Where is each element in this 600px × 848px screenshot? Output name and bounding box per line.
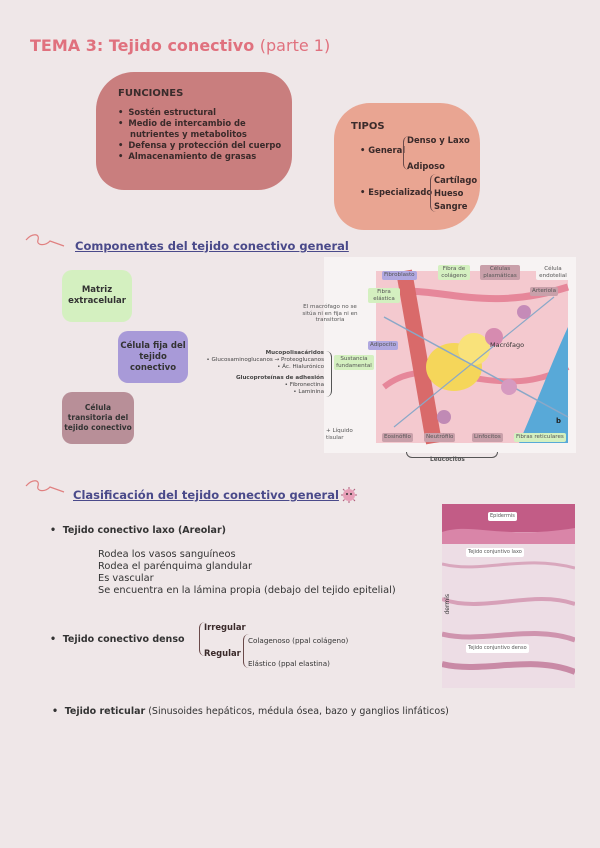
label-b: b [556,417,562,425]
regular-colagenoso: Colagenoso (ppal colágeno) [248,636,349,645]
funcion-item: Sostén estructural [118,107,308,118]
tipos-heading: TIPOS [351,121,385,132]
tipo-sangre: Sangre [434,201,468,211]
celula-transitoria-box: Célula transitoria del tejido conectivo [62,392,134,444]
label-neutrofilo: Neutrófilo [424,433,456,442]
matriz-box: Matriz extracelular [62,270,132,322]
label-dermis: dermis [444,594,451,615]
title-main: TEMA 3: Tejido conectivo [30,36,255,55]
ac-line: • Ác. Hialurónico [277,364,324,370]
tipo-adiposo: Adiposo [407,161,445,171]
label-laxo: Tejido conjuntivo laxo [466,548,524,557]
tipo-denso-laxo: Denso y Laxo [407,135,470,145]
laxo-title: • Tejido conectivo laxo (Areolar) [50,525,226,536]
funcion-item: Defensa y protección del cuerpo [118,140,308,151]
brace-regular [243,634,250,668]
regular-elastico: Elástico (ppal elastina) [248,659,330,668]
macrofago-note: El macrófago no se sitúa ni en fija ni e… [302,304,358,323]
label-fibra-elastica: Fibra elástica [368,288,400,303]
label-epidermis: Epidermis [488,512,517,521]
reticular-item: • Tejido reticular (Sinusoides hepáticos… [52,706,449,717]
matriz-components: Mucopolisacáridos • Glucosaminoglucanos … [200,350,324,396]
micrograph-image [442,504,575,688]
page-title: TEMA 3: Tejido conectivo (parte 1) [30,36,330,55]
label-fibra-colageno: Fibra de colágeno [438,265,470,280]
label-sustancia: Sustancia fundamental [334,355,374,370]
label-liquido: + Líquido tisular [326,428,353,441]
squiggle-icon [25,234,65,247]
clasificacion-heading: Clasificación del tejido conectivo gener… [73,488,339,502]
laxo-line: Rodea el parénquima glandular [98,561,253,572]
gluco-line: • Glucosaminoglucanos → Proteoglucanos [206,357,324,363]
funciones-heading: FUNCIONES [118,88,184,99]
funcion-item: Medio de intercambio de [118,118,308,129]
reticular-title: Tejido reticular [64,706,146,717]
fibronectina: • Fibronectina [284,382,324,388]
laxo-line: Es vascular [98,573,154,584]
label-celulas-plasmaticas: Células plasmáticas [480,265,520,280]
laxo-line: Se encuentra en la lámina propia (debajo… [98,585,396,596]
funcion-item-text: nutrientes y metabolitos [130,129,247,139]
dermis-micrograph: Epidermis Tejido conjuntivo laxo Tejido … [442,504,575,688]
laminina: • Laminina [293,389,324,395]
tissue-illustration [374,269,570,445]
matriz-components-brace [326,351,332,397]
funciones-blob [96,72,292,190]
brace-general [403,136,410,170]
squiggle-icon [25,480,65,493]
label-adipocito: Adipocito [368,341,399,350]
funcion-item-cont: nutrientes y metabolitos [118,129,308,140]
celula-fija-box: Célula fija del tejido conectivo [118,331,188,383]
laxo-line: Rodea los vasos sanguíneos [98,549,236,560]
funcion-item: Almacenamiento de grasas [118,151,308,162]
reticular-detail: (Sinusoides hepáticos, médula ósea, bazo… [148,706,449,717]
tipo-cartilago: Cartílago [434,175,478,185]
denso-irregular: Irregular [204,622,246,632]
label-denso: Tejido conjuntivo denso [466,644,529,653]
tipo-hueso: Hueso [434,188,464,198]
denso-regular: Regular [204,648,241,658]
label-macrofago: Macrófago [490,341,525,349]
title-sub: (parte 1) [259,36,331,55]
label-celula-endotelial: Célula endotelial [536,265,570,280]
connective-tissue-diagram: Fibroblasto Fibra de colágeno Células pl… [324,257,576,453]
glicoproteinas: Glucoproteínas de adhesión [235,375,324,381]
tipo-general: • General [360,145,406,155]
label-arteriola: Arteriola [530,287,559,296]
label-leucocitos: Leucocitos [430,457,465,463]
componentes-heading: Componentes del tejido conectivo general [75,239,349,253]
label-fibras-reticulares: Fibras reticulares [514,433,566,442]
funciones-list: Sostén estructural Medio de intercambio … [118,107,308,162]
denso-title: • Tejido conectivo denso [50,634,185,645]
label-eosinofilo: Eosinófilo [382,433,413,442]
mucopolisacaridos: Mucopolisacáridos [265,350,324,356]
brace-especializado [430,174,437,212]
brace-denso [199,622,206,656]
tipo-especializado: • Especializado [360,187,433,197]
label-fibroblasto: Fibroblasto [382,271,417,280]
label-linfocitos: Linfocitos [472,433,503,442]
virus-icon [341,487,357,503]
